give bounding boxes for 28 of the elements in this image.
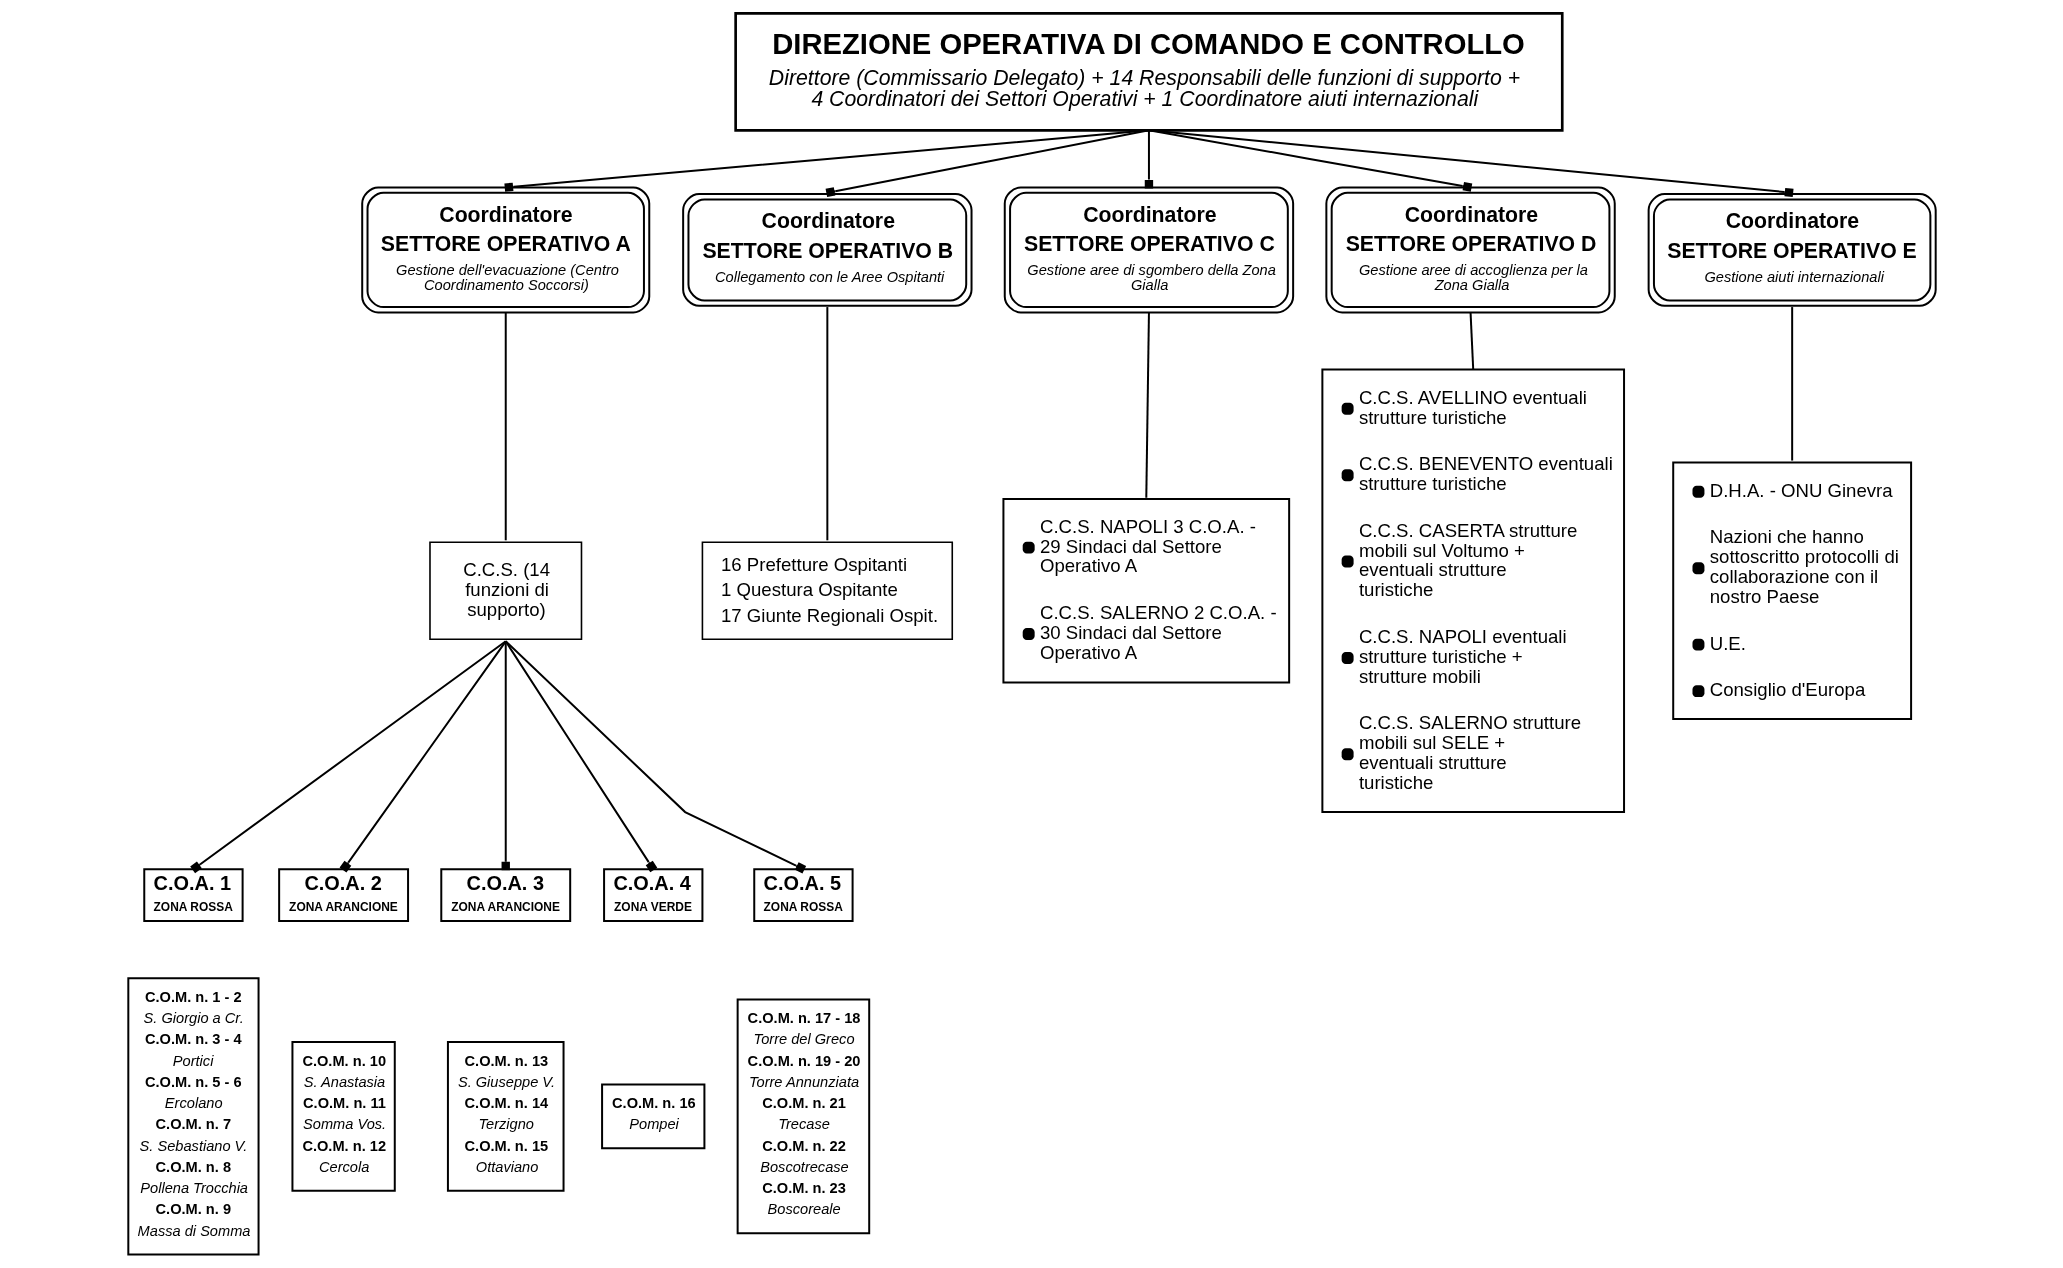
node-box: 16 Prefetture Ospitanti 1 Questura Ospitante 17 Giunte Regionali Ospit. xyxy=(701,541,953,641)
connector xyxy=(501,640,510,871)
connector xyxy=(189,640,507,874)
connector xyxy=(504,311,507,542)
connector xyxy=(504,640,806,874)
connector xyxy=(339,640,507,873)
connector xyxy=(1790,306,1793,462)
node-box: C.O.M. n. 1 - 2 S. Giorgio a Cr. C.O.M. n. 3 - 4 Portici C.O.M. n. 5 - 6 Ercolano C.O.M. n. 7 S. Sebastiano V. C.O.M. n. 8 Pollena Trocchia C.O.M. n. 9 Massa di Somma xyxy=(126,977,260,1256)
node-box: C.C.S. NAPOLI 3 C.O.A. - 29 Sindaci dal Settore Operativo A C.C.S. SALERNO 2 C.O.A. - 30 Sindaci dal Settore Operativo A xyxy=(1001,498,1290,684)
node-box: C.O.A. 3 ZONA ARANCIONE xyxy=(439,868,571,923)
node-box: Coordinatore SETTORE OPERATIVO C Gestione aree di sgombero della Zona Gialla xyxy=(1003,186,1294,314)
connector xyxy=(1144,311,1150,499)
node-box: C.O.M. n. 17 - 18 Torre del Greco C.O.M. n. 19 - 20 Torre Annunziata C.O.M. n. 21 Trecase C.O.M. n. 22 Boscotrecase C.O.M. n. 23 Boscoreale xyxy=(736,998,870,1235)
node-box: C.C.S. AVELLINO eventuali strutture turistiche C.C.S. BENEVENTO eventuali strutture turistiche C.C.S. CASERTA strutture mobili sul Voltumo + eventuali strutture turistiche C.C.S. NAPOLI eventuali strutture turistiche + strutture mobili C.C.S. SALERNO strutture mobili sul SELE + eventuali strutture turistiche xyxy=(1320,368,1625,814)
node-box: C.O.A. 2 ZONA ARANCIONE xyxy=(277,868,409,923)
node-box: DIREZIONE OPERATIVA DI COMANDO E CONTROLLO Direttore (Commissario Delegato) + 14 Responsabili delle funzioni di supporto + 4 Coordinatori dei Settori Operativi + 1 Coordinatore aiuti internazionali xyxy=(733,12,1564,132)
node-box: C.O.A. 5 ZONA ROSSA xyxy=(752,868,854,923)
node-box: C.O.A. 4 ZONA VERDE xyxy=(602,868,703,923)
connector xyxy=(825,306,828,542)
node-box: C.O.A. 1 ZONA ROSSA xyxy=(142,868,244,923)
node-box: C.O.M. n. 16 Pompei xyxy=(600,1083,705,1150)
node-box: C.O.M. n. 10 S. Anastasia C.O.M. n. 11 Somma Vos. C.O.M. n. 12 Cercola xyxy=(290,1041,396,1192)
connector xyxy=(504,640,657,873)
connector xyxy=(1469,311,1474,371)
node-box: C.O.M. n. 13 S. Giuseppe V. C.O.M. n. 14 Terzigno C.O.M. n. 15 Ottaviano xyxy=(446,1041,565,1192)
node-box: Coordinatore SETTORE OPERATIVO B Collegamento con le Aree Ospitanti xyxy=(681,193,973,307)
node-box: D.H.A. - ONU Ginevra Nazioni che hanno sottoscritto protocolli di collaborazione con il nostro Paese U.E. Consiglio d'Europa xyxy=(1671,461,1912,721)
node-box: C.C.S. (14 funzioni di supporto) xyxy=(428,541,582,641)
